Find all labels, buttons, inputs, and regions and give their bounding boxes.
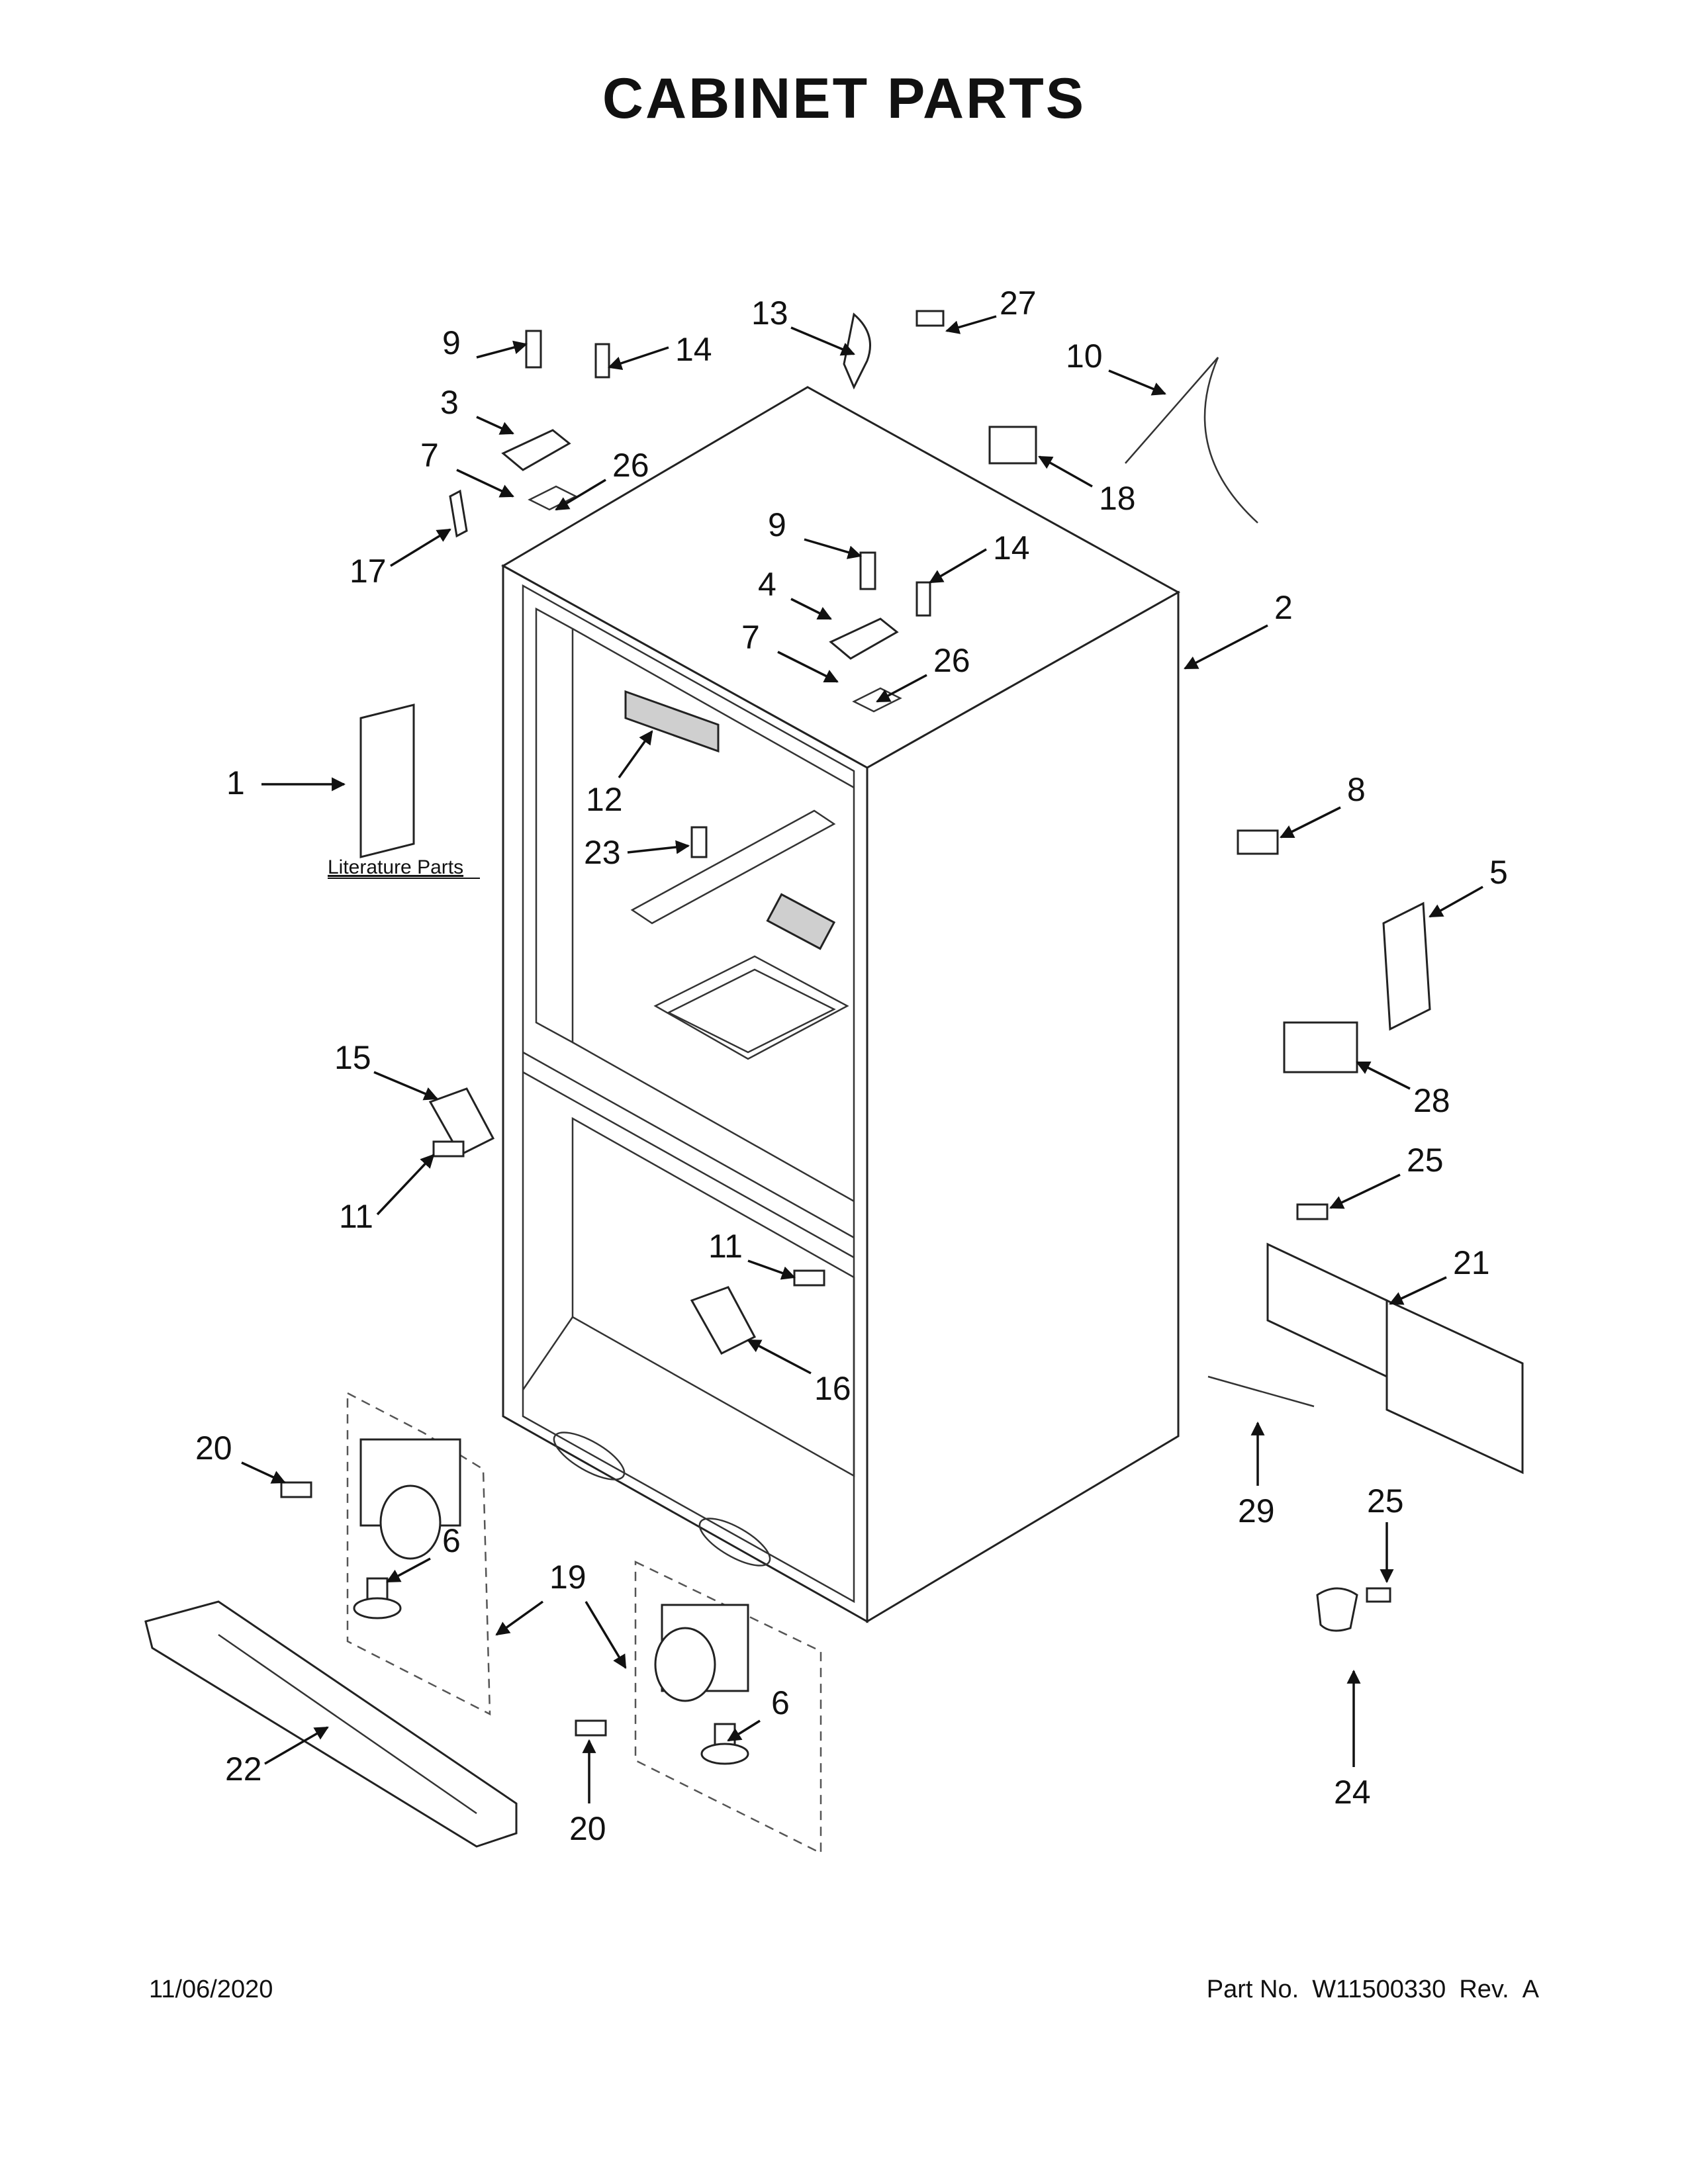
callout-14: 14	[675, 331, 712, 368]
callout-26: 26	[612, 447, 649, 484]
callout-5: 5	[1489, 854, 1508, 891]
footer-part-number: Part No. W11500330 Rev. A	[1194, 1976, 1539, 2004]
callout-20: 20	[195, 1430, 232, 1467]
callout-21: 21	[1453, 1244, 1490, 1281]
right-side-parts	[1207, 829, 1524, 1632]
toe-grille	[144, 1600, 518, 1848]
callout-11b: 11	[708, 1228, 743, 1265]
callout-4: 4	[758, 566, 776, 603]
callout-25b: 25	[1367, 1482, 1404, 1520]
callout-6b: 6	[771, 1684, 790, 1721]
rollers	[280, 1391, 822, 1855]
callout-22: 22	[225, 1751, 262, 1788]
callout-29: 29	[1238, 1492, 1275, 1529]
callout-24: 24	[1334, 1774, 1371, 1811]
page-title: CABINET PARTS	[602, 67, 1086, 130]
callout-9: 9	[442, 324, 461, 361]
callout-26b: 26	[933, 642, 970, 679]
upper-hardware	[624, 310, 1258, 858]
callout-8: 8	[1347, 771, 1366, 808]
literature-parts-label: Literature Parts	[328, 856, 463, 878]
callout-2: 2	[1274, 589, 1293, 626]
rev-value: A	[1522, 1976, 1539, 2003]
callout-9b: 9	[768, 506, 786, 543]
callout-17: 17	[350, 553, 387, 590]
footer-date: 11/06/2020	[149, 1976, 273, 2003]
callout-11: 11	[339, 1198, 373, 1235]
callouts: 1 2 3 4 5 6 6 7 7 8 9 9 10 11 11 12 13 1…	[195, 285, 1508, 1847]
cabinet	[500, 386, 1181, 1623]
callout-7b: 7	[741, 619, 760, 656]
rev-label: Rev.	[1459, 1976, 1509, 2003]
callout-3: 3	[440, 384, 459, 421]
callout-13: 13	[751, 295, 788, 332]
callout-1: 1	[226, 764, 245, 801]
callout-27: 27	[1000, 285, 1037, 322]
part-no-value: W11500330	[1312, 1976, 1446, 2003]
callout-16: 16	[814, 1370, 851, 1407]
callout-23: 23	[584, 834, 621, 871]
literature-parts: Literature Parts	[328, 704, 480, 879]
callout-12: 12	[586, 781, 623, 818]
part-no-label: Part No.	[1206, 1976, 1299, 2003]
top-hinge-left	[449, 330, 610, 538]
callout-28: 28	[1413, 1082, 1450, 1119]
top-hinge-right	[829, 551, 931, 713]
callout-10: 10	[1066, 338, 1103, 375]
callout-18: 18	[1099, 480, 1136, 517]
callout-15: 15	[334, 1039, 371, 1076]
callout-19: 19	[549, 1559, 586, 1596]
callout-20b: 20	[569, 1810, 606, 1847]
callout-7: 7	[420, 437, 439, 474]
callout-25: 25	[1407, 1142, 1444, 1179]
callout-6: 6	[442, 1522, 461, 1559]
callout-14b: 14	[993, 529, 1030, 567]
